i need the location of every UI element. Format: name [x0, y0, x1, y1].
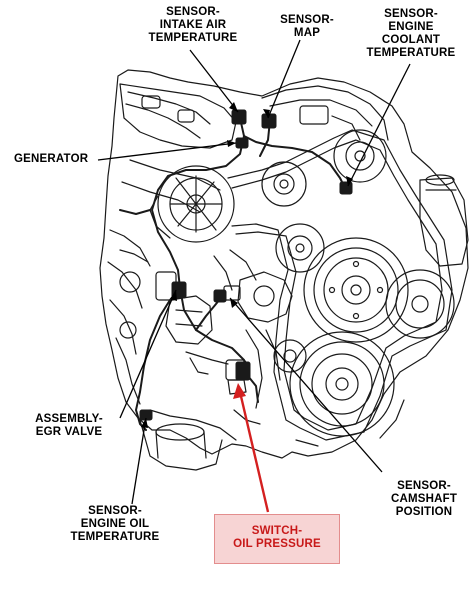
label-line: SENSOR- [88, 505, 142, 517]
label-line: ENGINE [388, 21, 434, 33]
serpentine-belt [227, 129, 453, 441]
leader-cmp [229, 297, 383, 473]
wiring-harness-main [151, 117, 245, 289]
label-line: POSITION [395, 506, 453, 518]
label-sensor-intake-air-temperature: SENSOR- INTAKE AIR TEMPERATURE [138, 6, 248, 45]
label-assembly-egr-valve: ASSEMBLY- EGR VALVE [24, 413, 114, 439]
leader-iat [189, 49, 239, 113]
engine-block-outline [99, 69, 469, 459]
label-line: OIL PRESSURE [233, 538, 321, 550]
water-pump-pulley [303, 237, 409, 343]
label-switch-oil-pressure-highlight: SWITCH- OIL PRESSURE [214, 514, 340, 564]
label-line: ASSEMBLY- [35, 413, 103, 425]
leader-oil-pressure [233, 383, 270, 513]
label-line: MAP [293, 27, 321, 39]
leader-generator [97, 142, 237, 161]
label-line: COOLANT [381, 34, 441, 46]
crankshaft-damper [289, 331, 395, 437]
label-line: TEMPERATURE [366, 47, 456, 59]
label-sensor-camshaft-position: SENSOR- CAMSHAFT POSITION [376, 480, 472, 519]
label-line: SWITCH- [251, 525, 303, 537]
generator-body [157, 165, 235, 243]
label-line: ENGINE OIL [80, 518, 150, 530]
label-line: TEMPERATURE [70, 531, 160, 543]
label-line: SENSOR- [384, 8, 438, 20]
label-line: EGR VALVE [35, 426, 103, 438]
leader-map [267, 39, 301, 119]
leader-ect [347, 63, 411, 187]
label-line: GENERATOR [14, 153, 89, 165]
label-generator: GENERATOR [14, 153, 114, 166]
leader-egr [119, 289, 177, 419]
label-sensor-map: SENSOR- MAP [262, 14, 352, 40]
label-line: TEMPERATURE [148, 32, 238, 44]
leader-eot [131, 417, 147, 505]
label-line: INTAKE AIR [159, 19, 227, 31]
label-sensor-engine-oil-temperature: SENSOR- ENGINE OIL TEMPERATURE [60, 505, 170, 544]
label-sensor-engine-coolant-temperature: SENSOR- ENGINE COOLANT TEMPERATURE [352, 8, 470, 60]
label-line: CAMSHAFT [390, 493, 458, 505]
label-line: SENSOR- [397, 480, 451, 492]
label-line: SENSOR- [280, 14, 334, 26]
label-line: SENSOR- [166, 6, 220, 18]
